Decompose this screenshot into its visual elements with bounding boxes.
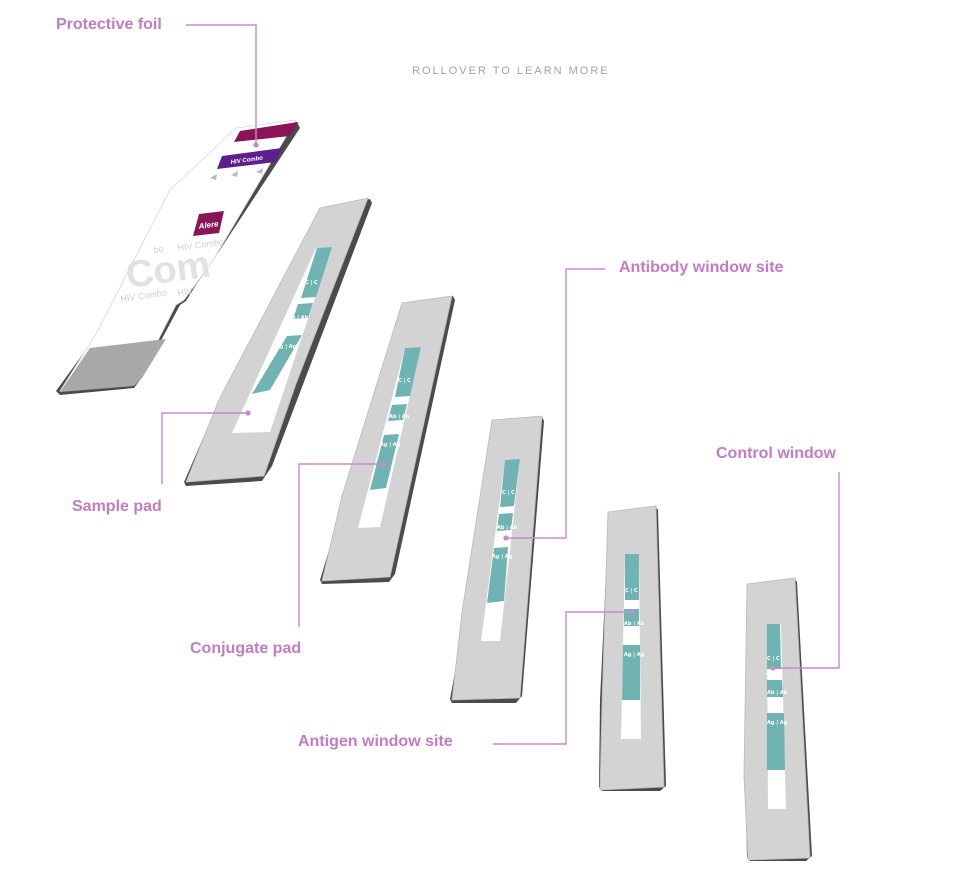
tray-4-mark-antibody: Ab | Ab — [624, 621, 645, 627]
tray-4-mark-control: C | C — [625, 588, 638, 594]
device-tray-1[interactable]: C | C Ab | Ab Ag | Ag — [184, 197, 372, 486]
tray-2-teal-mid — [388, 404, 407, 421]
tray-4-teal-upper — [625, 554, 639, 600]
leader-conjugate-pad — [298, 463, 384, 627]
foil-small-text-4: bo — [153, 244, 164, 255]
tray-2-mark-control: C | C — [398, 378, 411, 384]
leader-antibody-window — [506, 268, 605, 539]
leader-protective-foil — [186, 24, 257, 145]
tray-1-teal-upper — [301, 247, 332, 298]
leader-antigen-window — [493, 611, 632, 745]
tray-3-mark-control: C | C — [502, 490, 515, 496]
foil-small-text-3: HIV — [177, 286, 193, 298]
tray-5-teal-upper — [767, 624, 781, 669]
label-sample-pad[interactable]: Sample pad — [72, 498, 162, 515]
leader-control-window-dot — [770, 665, 776, 671]
device-tray-5[interactable]: C | C Ab | Ab Ag | Ag — [743, 577, 812, 861]
tray-2-mark-antigen: Ag | Ag — [380, 442, 401, 448]
foil-brand-text: Alere — [197, 219, 220, 231]
tray-1-mark-antibody: Ab | Ab — [288, 315, 309, 321]
leader-conjugate-pad-dot — [381, 461, 387, 467]
tray-5-mark-control: C | C — [767, 656, 780, 662]
protective-foil-card[interactable]: HIV Combo Alere bo HIV Combo Com HIV Com… — [56, 119, 300, 395]
foil-magenta-tab — [234, 122, 298, 142]
label-protective-foil[interactable]: Protective foil — [56, 16, 162, 33]
tray-1-mark-antigen: Ag | Ag — [276, 344, 297, 350]
tray-3-teal-mid — [497, 513, 513, 531]
tray-1-mark-control: C | C — [305, 280, 318, 286]
tray-1-stripe-1 — [296, 298, 315, 301]
tray-5-teal-lower — [767, 713, 785, 770]
leader-sample-pad-dot — [245, 410, 251, 416]
device-tray-3[interactable]: C | C Ab | Ab Ag | Ag — [450, 415, 544, 703]
leader-antibody-window-dot — [503, 535, 509, 541]
tray-3-mark-antibody: Ab | Ab — [497, 525, 518, 531]
tray-3-stripe-1 — [498, 508, 515, 511]
tray-2-mark-antibody: Ab | Ab — [389, 414, 410, 420]
foil-mark-1 — [210, 174, 217, 180]
device-tray-4[interactable]: C | C Ab | Ab Ag | Ag — [599, 505, 666, 791]
foil-product-band — [217, 148, 282, 169]
leader-protective-foil-dot — [253, 142, 259, 148]
tray-4-teal-mid — [624, 609, 639, 626]
tray-3-teal-lower — [487, 547, 508, 603]
label-conjugate-pad[interactable]: Conjugate pad — [190, 640, 302, 657]
tray-1-teal-lower — [252, 335, 302, 394]
tray-5-mark-antibody: Ab | Ab — [767, 690, 788, 696]
foil-grey-tab — [60, 339, 166, 392]
tray-4-teal-lower — [622, 645, 640, 700]
tray-5-mark-antigen: Ag | Ag — [767, 720, 788, 726]
tray-2-stripe-1 — [392, 398, 410, 401]
rollover-hint: ROLLOVER TO LEARN MORE — [412, 65, 610, 77]
foil-mark-3 — [256, 168, 263, 174]
tray-4-mark-antigen: Ag | Ag — [624, 652, 645, 658]
tray-1-teal-mid — [293, 303, 313, 319]
leader-lines — [161, 24, 840, 745]
foil-mark-2 — [231, 171, 238, 177]
leader-control-window — [773, 472, 840, 669]
foil-product-band-text: HIV Combo — [230, 155, 263, 165]
tray-5-teal-mid — [767, 680, 783, 697]
leader-antigen-window-dot — [629, 609, 635, 615]
tray-2-teal-upper — [395, 347, 421, 397]
device-tray-2[interactable]: C | C Ab | Ab Ag | Ag — [320, 295, 455, 584]
tray-3-mark-antigen: Ag | Ag — [492, 554, 513, 560]
leader-sample-pad — [161, 412, 248, 484]
label-control-window[interactable]: Control window — [716, 445, 836, 462]
foil-brand-badge — [193, 211, 224, 236]
tray-3-teal-upper — [500, 459, 520, 507]
label-antibody-window-site[interactable]: Antibody window site — [619, 259, 784, 276]
foil-big-text: Com — [123, 244, 212, 297]
label-antigen-window-site[interactable]: Antigen window site — [298, 733, 453, 750]
